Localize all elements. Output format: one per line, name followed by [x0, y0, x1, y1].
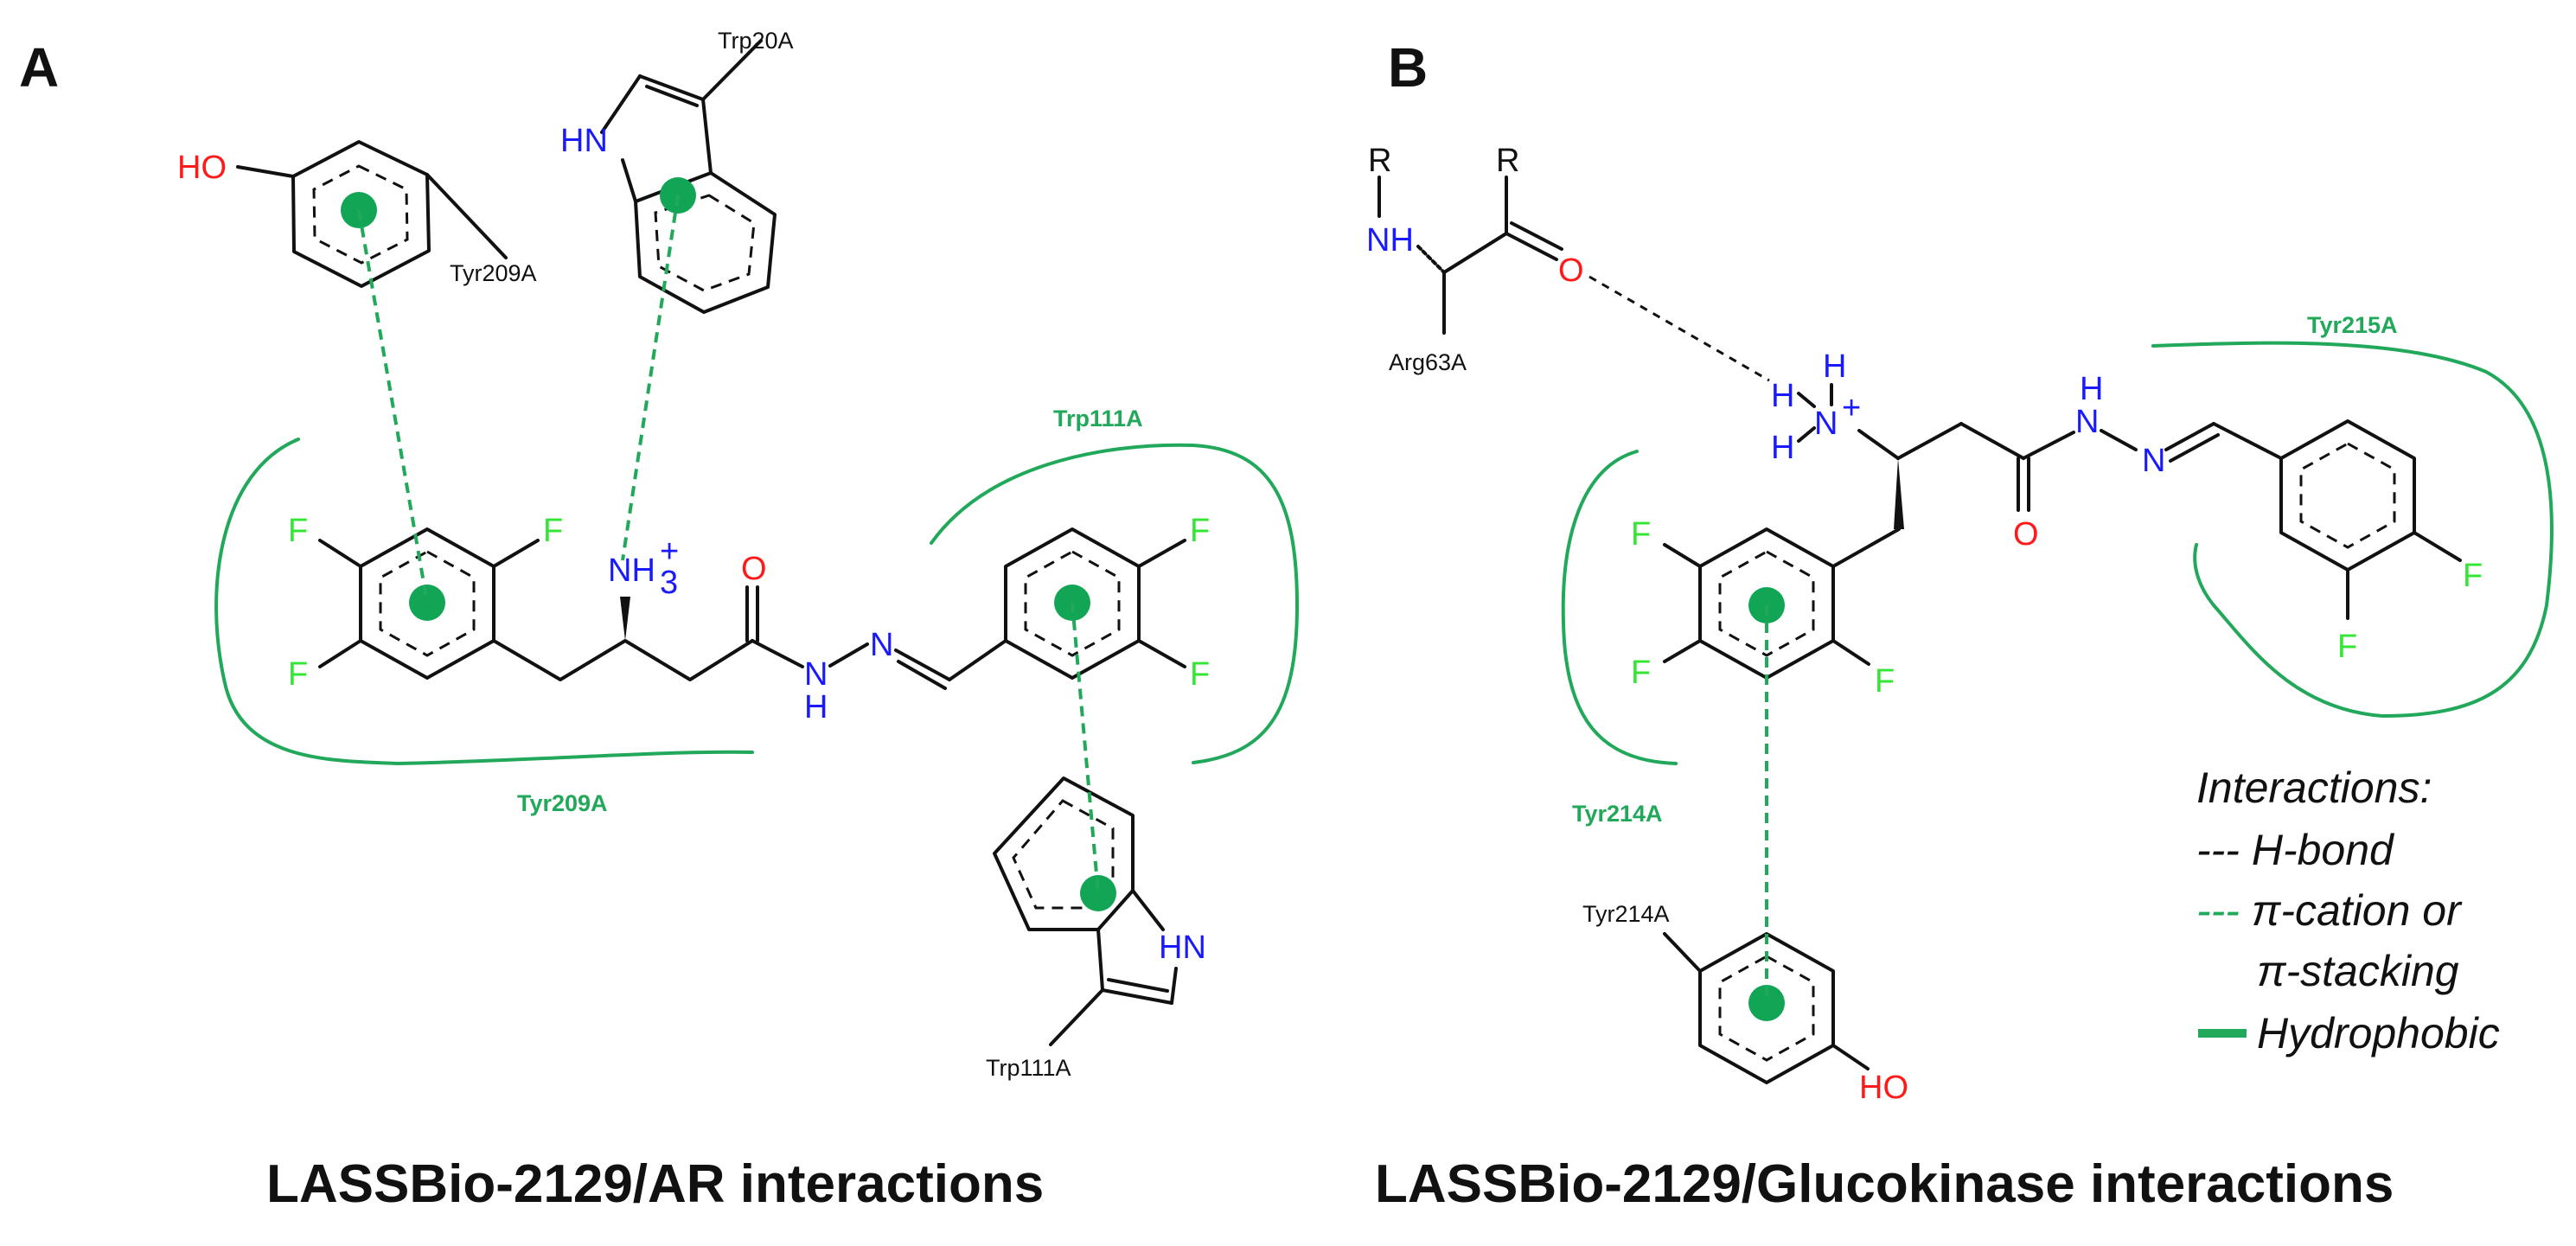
panel-b-hydrophobic-tyr215 — [2151, 341, 2554, 719]
panel-a-trp111-indole: HN Trp111A — [986, 776, 1206, 1081]
panel-b: B R R NH O Arg63A H H H N + — [1366, 36, 2554, 1214]
panel-a-nh3-label: NH — [608, 553, 655, 589]
panel-a-caption: LASSBio-2129/AR interactions — [266, 1154, 1044, 1214]
legend: Interactions: --- H-bond --- --- π-catio… — [2196, 764, 2500, 1058]
panel-b-hydrophobic-label-right: Tyr215A — [2307, 312, 2398, 338]
panel-b-f-tl: F — [1631, 516, 1651, 553]
panel-a-trp111-label: Trp111A — [986, 1055, 1071, 1081]
panel-b-tyr214-ring: Tyr214A HO — [1582, 901, 1908, 1106]
panel-a-f-right-top: F — [1190, 513, 1210, 549]
panel-b-arg63-label: Arg63A — [1389, 349, 1467, 375]
panel-a-trp20-label: Trp20A — [718, 28, 794, 54]
panel-b-caption: LASSBio-2129/Glucokinase interactions — [1375, 1154, 2394, 1214]
panel-b-n-plus-charge: + — [1842, 390, 1861, 426]
panel-b-tyr214-centroid — [1748, 985, 1785, 1021]
panel-a-hydrophobic-tyr209 — [214, 438, 754, 766]
panel-a-letter: A — [19, 36, 59, 99]
panel-b-ho-label: HO — [1859, 1070, 1908, 1106]
panel-a-nh3-charge: + — [660, 534, 679, 570]
panel-b-h-top: H — [1823, 348, 1846, 385]
panel-a-nh3-subscript: 3 — [660, 565, 678, 601]
panel-b-ligand: H H H N + O H N N — [1631, 348, 2483, 700]
panel-b-tyr214-ring-label: Tyr214A — [1582, 901, 1670, 927]
panel-a-f-tr: F — [543, 513, 563, 549]
panel-a-indole-bottom-nh: HN — [1159, 930, 1206, 966]
panel-a-amide-h: H — [804, 689, 828, 725]
panel-a-hydrophobic-label-bottom: Tyr209A — [517, 790, 608, 816]
panel-b-h-bottom: H — [1771, 430, 1794, 466]
panel-a-carbonyl-o: O — [741, 551, 767, 587]
panel-b-carbonyl-o: O — [2013, 516, 2039, 553]
legend-hydrophobic: Hydrophobic — [2257, 1009, 2500, 1058]
panel-a-pi-interactions — [357, 195, 1100, 894]
panel-b-imine-n: N — [2142, 443, 2165, 479]
legend-title: Interactions: — [2196, 764, 2432, 812]
panel-b-r1: R — [1368, 143, 1391, 179]
panel-b-f-right: F — [2463, 558, 2483, 594]
panel-a-hydrophobic-label-right: Trp111A — [1053, 406, 1143, 431]
panel-a: A HO Tyr209A HN Trp20A — [19, 28, 1300, 1214]
panel-b-hbond-line — [1588, 275, 1770, 382]
panel-a-tyr209-ring-label: Tyr209A — [450, 260, 537, 286]
panel-b-f-ml: F — [1631, 655, 1651, 691]
panel-a-pi-line-trp111 — [1071, 602, 1100, 894]
panel-a-f-right-bottom: F — [1190, 656, 1210, 693]
panel-a-ligand: F F F NH 3 + O N H N F F — [288, 513, 1210, 725]
panel-b-n-plus: N — [1814, 406, 1838, 442]
legend-hbond: --- H-bond — [2196, 826, 2395, 874]
panel-a-hydrophobic-trp111 — [930, 443, 1300, 764]
panel-b-hydrophobic-contours: Tyr215A Tyr214A — [1561, 312, 2554, 827]
panel-a-imine-n: N — [870, 627, 893, 663]
panel-a-ho-label: HO — [177, 150, 227, 186]
panel-a-amide-n: N — [804, 656, 828, 693]
panel-b-f-right-bottom: F — [2337, 629, 2357, 665]
panel-b-amide-h: H — [2080, 371, 2103, 407]
panel-b-amide-n: N — [2075, 404, 2099, 440]
panel-b-backbone-nh: NH — [1366, 222, 1414, 259]
panel-b-hydrophobic-label-left: Tyr214A — [1572, 801, 1663, 827]
panel-b-f-br: F — [1875, 663, 1895, 700]
panel-a-f-tl: F — [288, 513, 308, 549]
panel-b-letter: B — [1388, 36, 1428, 99]
panel-a-indole-top-nh: HN — [560, 123, 608, 159]
legend-pi-line1: --- π-cation or — [2196, 886, 2463, 935]
legend-pi-line2: π-stacking — [2257, 947, 2459, 995]
panel-b-r2: R — [1496, 143, 1519, 179]
panel-b-hydrophobic-tyr214 — [1561, 450, 1678, 765]
panel-a-tyr209-ring: HO Tyr209A — [177, 140, 537, 288]
panel-b-arg63-fragment: R R NH O Arg63A — [1366, 143, 1584, 375]
panel-a-trp20-indole: HN Trp20A — [560, 28, 794, 314]
panel-a-hydrophobic-contours: Trp111A Tyr209A — [214, 406, 1300, 816]
panel-b-backbone-o: O — [1558, 252, 1584, 289]
panel-a-pi-line-trp20 — [621, 195, 680, 561]
panel-b-h-left: H — [1771, 378, 1794, 414]
panel-a-trp111-centroid — [1080, 875, 1116, 911]
panel-a-f-bl: F — [288, 656, 308, 693]
panel-a-pi-line-tyr209 — [357, 209, 429, 604]
